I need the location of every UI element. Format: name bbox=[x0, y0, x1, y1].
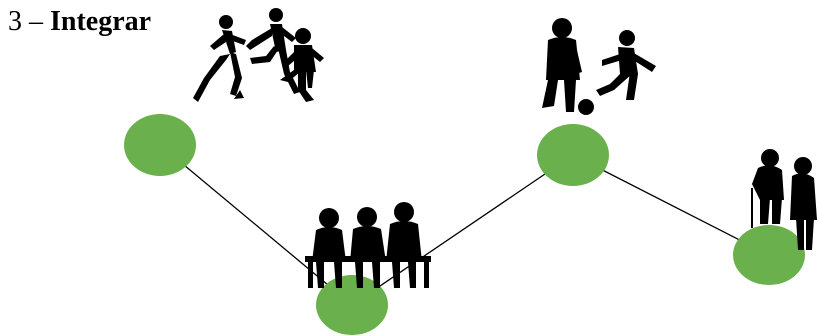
link-football-to-elderly bbox=[572, 154, 770, 256]
node-elderly-couple bbox=[733, 225, 805, 285]
children-running-icon bbox=[193, 8, 324, 102]
adults-on-bench-icon bbox=[305, 202, 431, 288]
heading-number: 3 bbox=[8, 6, 22, 37]
link-bench-to-football bbox=[351, 154, 574, 306]
node-children-running bbox=[124, 114, 196, 176]
diagram-nodes bbox=[124, 114, 805, 335]
node-adults-on-bench bbox=[316, 275, 388, 335]
football-players-icon bbox=[542, 18, 656, 115]
node-football-players bbox=[537, 124, 609, 186]
heading-separator: – bbox=[29, 6, 43, 37]
diagram-links bbox=[159, 144, 770, 306]
heading-title: Integrar bbox=[50, 6, 152, 37]
page-heading: 3 – Integrar bbox=[8, 8, 151, 36]
elderly-couple-icon bbox=[751, 149, 817, 250]
